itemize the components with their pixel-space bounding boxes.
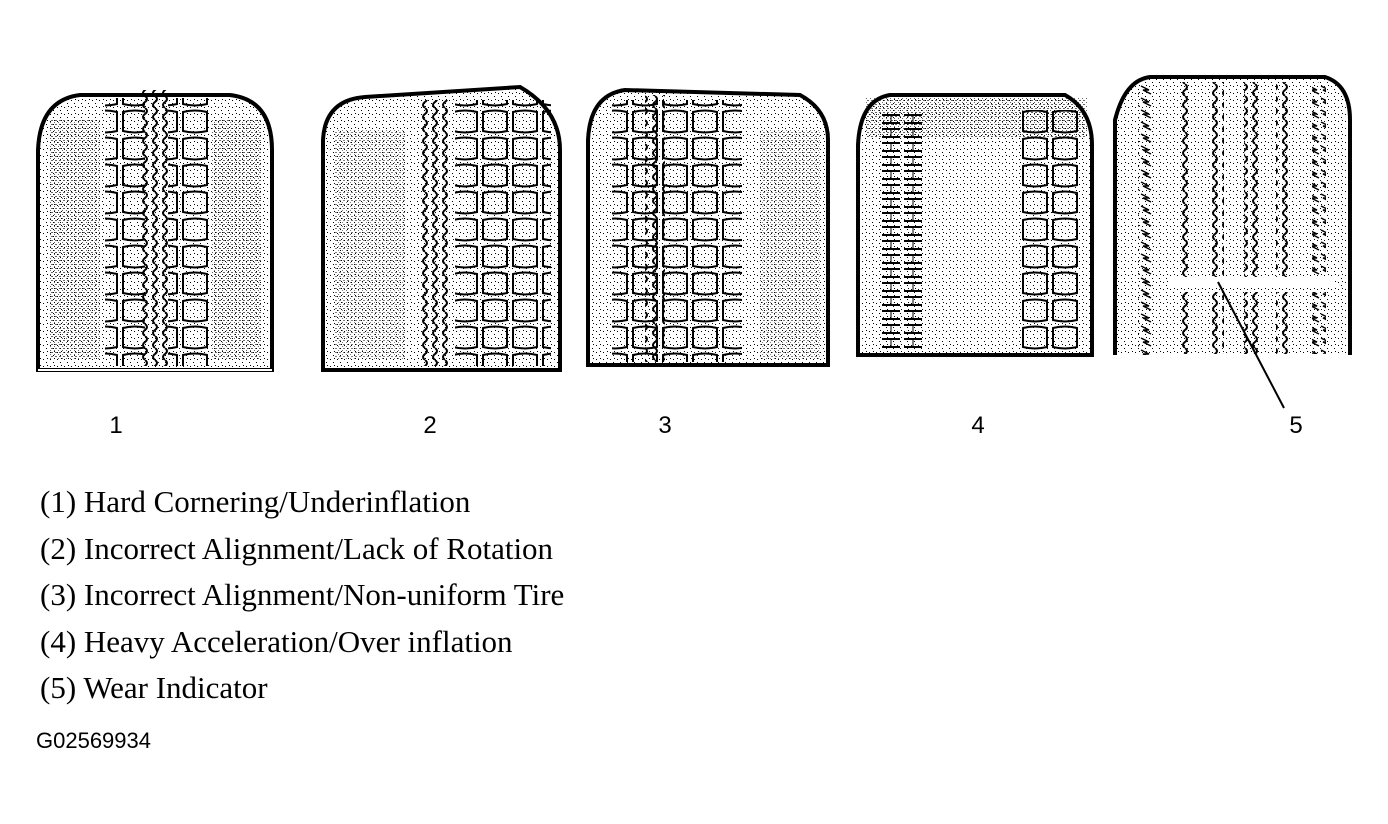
legend: (1) Hard Cornering/Underinflation (2) In… [40, 482, 564, 715]
tire-2-illustration [321, 84, 562, 372]
legend-item-1: (1) Hard Cornering/Underinflation [40, 484, 471, 519]
legend-item-5: (5) Wear Indicator [40, 670, 268, 705]
callout-2: 2 [423, 412, 437, 439]
callout-5: 5 [1289, 412, 1303, 439]
wear-indicator-leader-line [1217, 281, 1285, 409]
callout-1: 1 [109, 412, 123, 439]
figure-id: G02569934 [36, 728, 151, 753]
tire-1-illustration [36, 90, 274, 372]
legend-item-3: (3) Incorrect Alignment/Non-uniform Tire [40, 577, 565, 612]
callout-3: 3 [658, 412, 672, 439]
legend-item-2: (2) Incorrect Alignment/Lack of Rotation [40, 530, 554, 566]
tire-3-illustration [586, 87, 830, 367]
legend-item-4: (4) Heavy Acceleration/Over inflation [40, 623, 513, 659]
callout-4: 4 [971, 412, 985, 439]
tire-5-illustration [1113, 75, 1352, 409]
tire-4-illustration [856, 93, 1094, 357]
tire-wear-illustrations [36, 75, 1352, 409]
